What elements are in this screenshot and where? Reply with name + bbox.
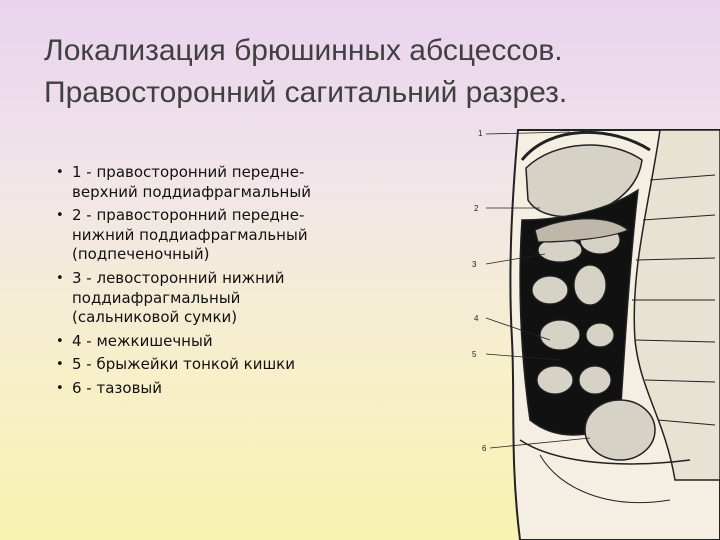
stomach <box>534 218 630 243</box>
abscess-list: • 1 - правосторонний передне- верхний по… <box>56 163 356 403</box>
list-item: • 3 - левосторонний нижний поддиафрагмал… <box>56 269 356 328</box>
slide-title: Локализация брюшинных абсцессов. Правост… <box>44 30 644 114</box>
bullet-icon: • <box>56 208 64 224</box>
pelvic-floor <box>519 439 691 465</box>
list-item: • 2 - правосторонний передне- нижний под… <box>56 206 356 265</box>
figure-label-1: 1 <box>478 129 483 138</box>
figure-label-6: 6 <box>482 444 487 453</box>
diaphragm <box>520 130 651 161</box>
vertebrae-lines <box>632 174 716 426</box>
figure-labels: 1 2 3 4 5 6 <box>472 129 487 453</box>
title-line-1: Локализация брюшинных абсцессов. <box>44 34 563 67</box>
figure-label-5: 5 <box>472 350 477 359</box>
bullet-icon: • <box>56 165 64 180</box>
list-item: • 4 - межкишечный <box>56 332 356 352</box>
title-line-2: Правосторонний сагитальний разрез. <box>44 76 568 109</box>
bullet-icon: • <box>56 380 64 396</box>
list-item-text: 2 - правосторонний передне- <box>72 206 305 225</box>
list-item-text: нижний поддиафрагмальный <box>72 225 308 244</box>
list-item-text: (сальниковой сумки) <box>72 308 238 327</box>
anatomy-drawing: 1 2 3 4 5 6 <box>472 129 720 540</box>
bladder <box>584 399 656 461</box>
bullet-icon: • <box>56 333 64 349</box>
figure-label-3: 3 <box>472 260 477 269</box>
pelvic-organs <box>539 454 671 504</box>
figure-label-2: 2 <box>474 204 479 213</box>
sagittal-section-figure: 1 2 3 4 5 6 <box>460 120 720 540</box>
list-item-text: поддиафрагмальный <box>72 288 241 307</box>
list-item-text: 5 - брыжейки тонкой кишки <box>72 355 295 374</box>
list-item-text: (подпеченочный) <box>72 245 210 264</box>
list-item: • 6 - тазовый <box>56 379 356 399</box>
list-item: • 5 - брыжейки тонкой кишки <box>56 355 356 375</box>
list-item-text: 1 - правосторонний передне- <box>72 163 305 181</box>
list-item: • 1 - правосторонний передне- верхний по… <box>56 163 356 202</box>
list-item-text: 6 - тазовый <box>72 378 163 397</box>
list-item-text: 4 - межкишечный <box>72 331 213 350</box>
liver <box>525 144 643 218</box>
figure-label-4: 4 <box>474 314 479 323</box>
list-item-text: 3 - левосторонний нижний <box>72 268 285 287</box>
label-leaders <box>485 131 591 449</box>
bullet-icon: • <box>56 270 64 286</box>
bullet-icon: • <box>56 357 64 373</box>
intestine-loops <box>531 225 621 395</box>
list-item-text: верхний поддиафрагмальный <box>72 182 311 201</box>
